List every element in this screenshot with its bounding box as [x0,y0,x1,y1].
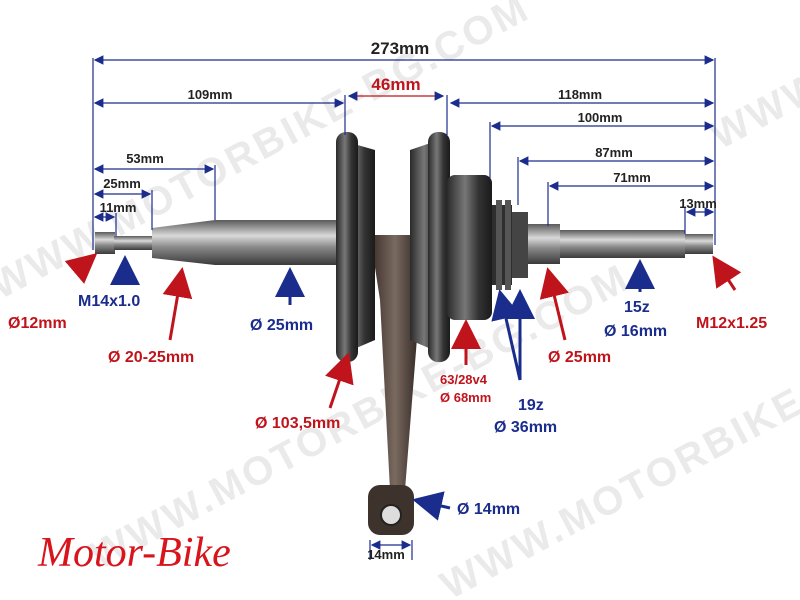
dim-25: 25mm [103,176,141,191]
dim-100: 100mm [578,110,623,125]
brand-logo: Motor-Bike [37,530,231,576]
label-6328: 63/28v4 [440,372,488,387]
label-d68: Ø 68mm [440,390,491,405]
label-m12: M12x1.25 [696,315,767,332]
label-d36: Ø 36mm [494,419,557,436]
dim-109: 109mm [188,87,233,102]
dim-13: 13mm [679,196,717,211]
connecting-rod [368,235,420,535]
rotor-hub [447,175,492,320]
label-d25b: Ø 25mm [548,349,611,366]
left-shaft [95,220,345,265]
dim-118: 118mm [558,87,602,102]
dim-71: 71mm [613,170,651,185]
label-d14: Ø 14mm [457,501,520,518]
label-d16: Ø 16mm [604,323,667,340]
label-15z: 15z [624,299,650,316]
right-shaft [528,224,713,264]
label-d2025: Ø 20-25mm [108,349,194,366]
dim-46: 46mm [371,75,420,94]
dim-11: 11mm [100,200,137,215]
label-d1035: Ø 103,5mm [255,415,340,432]
dim-overall: 273mm [371,39,430,58]
label-d25a: Ø 25mm [250,317,313,334]
crank-webs [336,132,450,362]
dim-rod-width: 14mm [367,547,405,562]
dimension-lines [92,55,716,560]
label-m14: M14x1.0 [78,293,140,310]
label-19z: 19z [518,397,544,414]
dim-87: 87mm [595,145,633,160]
sprocket [492,200,528,290]
watermark-text-4: WWW.MOTORBIKE-BG.COM [704,0,800,158]
callout-arrows [64,253,742,521]
dim-53: 53mm [126,151,164,166]
label-d12: Ø12mm [8,315,67,332]
